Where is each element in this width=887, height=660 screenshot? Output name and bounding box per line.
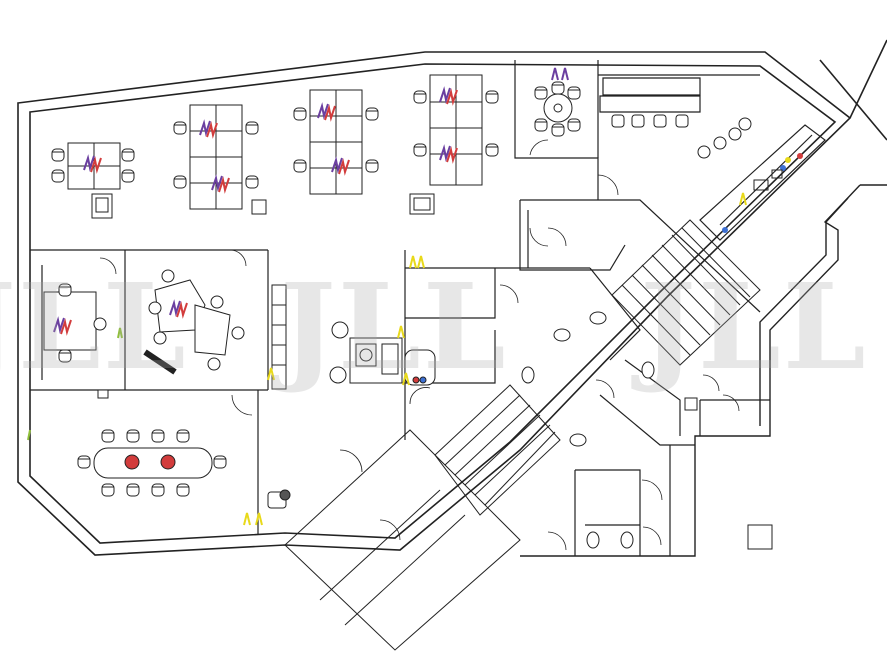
kitchen-fittings [722,153,803,233]
stair-lower [284,384,561,651]
desk-cluster-2 [173,104,267,215]
kitchen-stools [611,114,752,159]
desk-cluster-3 [293,89,379,195]
tea-point [329,255,436,386]
toilets [521,311,698,549]
north-room-power [551,67,569,81]
stair-upper [611,219,761,366]
lounge-chair [243,489,291,526]
east-wing-walls [520,184,887,557]
boardroom-table [27,429,227,497]
desk-cluster-1 [51,142,135,219]
sofa [267,284,287,390]
collaboration-room [143,269,245,375]
door-swings [99,139,740,551]
small-meeting-room [43,283,123,363]
exterior-walls [17,39,887,556]
interior-walls [30,60,770,556]
desk-cluster-4 [409,74,499,215]
columns [97,389,773,550]
kitchen-counter [599,77,826,241]
round-meeting-table [534,81,581,137]
